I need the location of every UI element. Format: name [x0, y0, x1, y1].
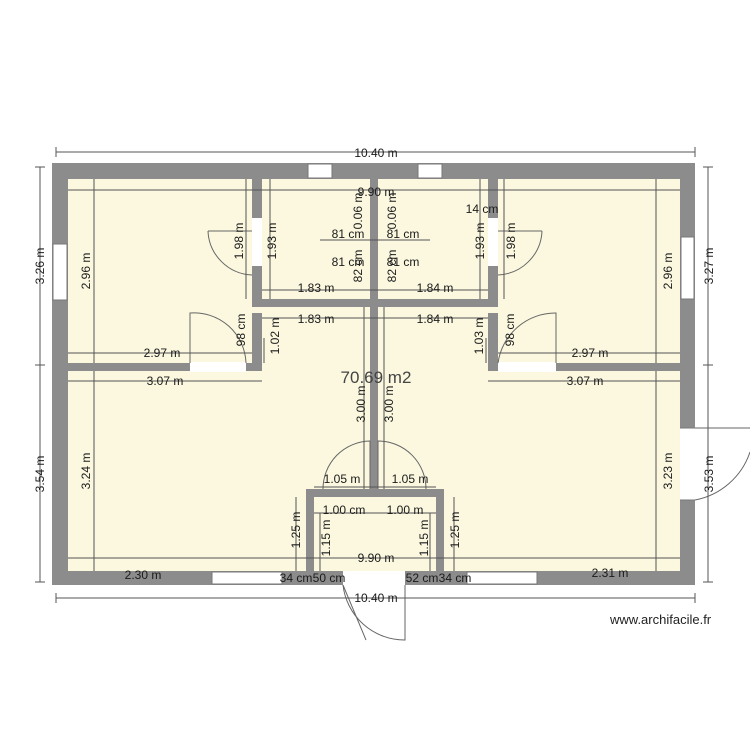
windows — [52, 163, 695, 585]
total-area-label: 70.69 m2 — [341, 368, 412, 387]
dim-bottom-50: 50 cm — [313, 571, 346, 585]
dim-cell-81-d: 81 cm — [387, 255, 420, 269]
dim-bath-l-inner: 1.00 cm — [323, 503, 366, 517]
door-swing-bedroom-left — [207, 230, 253, 276]
dim-bath-r-inner: 1.00 m — [387, 503, 424, 517]
dim-hall-183-a: 1.83 m — [298, 281, 335, 295]
dim-bottom-230: 2.30 m — [125, 568, 162, 582]
door-swing-entrance-leaf — [342, 584, 367, 641]
window-top-left — [307, 163, 333, 179]
window-bottom-left — [211, 571, 283, 585]
window-right — [680, 236, 695, 300]
window-top-right — [417, 163, 443, 179]
dim-door-98-r: 98 cm — [503, 314, 517, 347]
dim-room-tl-height: 2.96 m — [79, 253, 93, 290]
dim-bottom-231: 2.31 m — [592, 566, 629, 580]
dim-wall-102: 1.02 m — [268, 318, 282, 355]
dim-bath-r-h125: 1.25 m — [448, 512, 462, 549]
entrance-gap — [343, 571, 405, 585]
door-swing-bedroom-right — [497, 230, 543, 276]
door-swings — [189, 230, 750, 641]
dim-overall-width-bottom: 10.40 m — [354, 591, 397, 605]
dim-closet-r-height: 1.98 m — [504, 223, 518, 260]
dim-inner-width-top: 9.90 m — [358, 185, 395, 199]
door-swing-corridor-l — [322, 440, 371, 490]
door-swing-corridor-r — [377, 440, 427, 490]
dim-small-06-r: 0.06 m — [385, 193, 399, 230]
dim-right-height-lower: 3.53 m — [702, 456, 716, 493]
dim-room-tr-height: 2.96 m — [661, 253, 675, 290]
dim-room-bl-height: 3.24 m — [79, 453, 93, 490]
window-left — [52, 243, 68, 301]
dim-bath-r-h115: 1.15 m — [417, 520, 431, 557]
dim-hall-183-b: 1.83 m — [298, 312, 335, 326]
door-swing-room-br — [497, 312, 557, 364]
dim-corridor-r-height: 3.00 m — [382, 386, 396, 423]
dim-hall-184-a: 1.84 m — [417, 281, 454, 295]
dimension-lines — [35, 147, 713, 603]
dim-bath-r-width: 1.05 m — [392, 472, 429, 486]
dim-cell-81-c: 81 cm — [332, 255, 365, 269]
watermark: www.archifacile.fr — [610, 612, 712, 627]
dim-gap-14: 14 cm — [466, 202, 499, 216]
dim-cell-81-a: 81 cm — [332, 227, 365, 241]
dim-bottom-52: 52 cm — [406, 571, 439, 585]
door-swing-room-bl — [189, 312, 247, 364]
dim-hall-184-b: 1.84 m — [417, 312, 454, 326]
door-swing-entrance — [342, 584, 406, 641]
dim-left-height-lower: 3.54 m — [33, 456, 47, 493]
dim-bottom-34-l: 34 cm — [280, 571, 313, 585]
dim-inner-width-bottom: 9.90 m — [358, 551, 395, 565]
dim-left-height-upper: 3.26 m — [33, 248, 47, 285]
dim-room-tl-width: 2.97 m — [144, 346, 181, 360]
dim-overall-width-top: 10.40 m — [354, 146, 397, 160]
dim-corridor-l-height: 3.00 m — [354, 386, 368, 423]
side-door-gap — [680, 428, 695, 500]
dim-wall-103: 1.03 m — [472, 318, 486, 355]
dim-bath-l-h125: 1.25 m — [289, 512, 303, 549]
dim-small-06-l: 0.06 m — [351, 193, 365, 230]
dim-room-tr-width: 2.97 m — [572, 346, 609, 360]
dim-closet-l-height: 1.98 m — [232, 223, 246, 260]
door-swing-side — [694, 427, 750, 501]
window-bottom-right — [466, 571, 538, 585]
dim-mid-l-height: 1.93 m — [265, 223, 279, 260]
door-gaps — [343, 428, 695, 585]
dim-bottom-34-r: 34 cm — [439, 571, 472, 585]
dim-cell-82-r: 82 cm — [385, 250, 399, 283]
dim-right-height-upper: 3.27 m — [702, 248, 716, 285]
dim-room-br-height: 3.23 m — [661, 453, 675, 490]
dim-room-br-width: 3.07 m — [567, 374, 604, 388]
interior-door-gaps — [190, 218, 556, 372]
dim-room-bl-width: 3.07 m — [147, 374, 184, 388]
dim-cell-82-l: 82 cm — [351, 250, 365, 283]
dim-cell-81-b: 81 cm — [387, 227, 420, 241]
dim-bath-l-h115: 1.15 m — [319, 520, 333, 557]
dim-door-98-l: 98 cm — [234, 314, 248, 347]
dim-mid-r-height: 1.93 m — [473, 223, 487, 260]
dim-bath-l-width: 1.05 m — [324, 472, 361, 486]
